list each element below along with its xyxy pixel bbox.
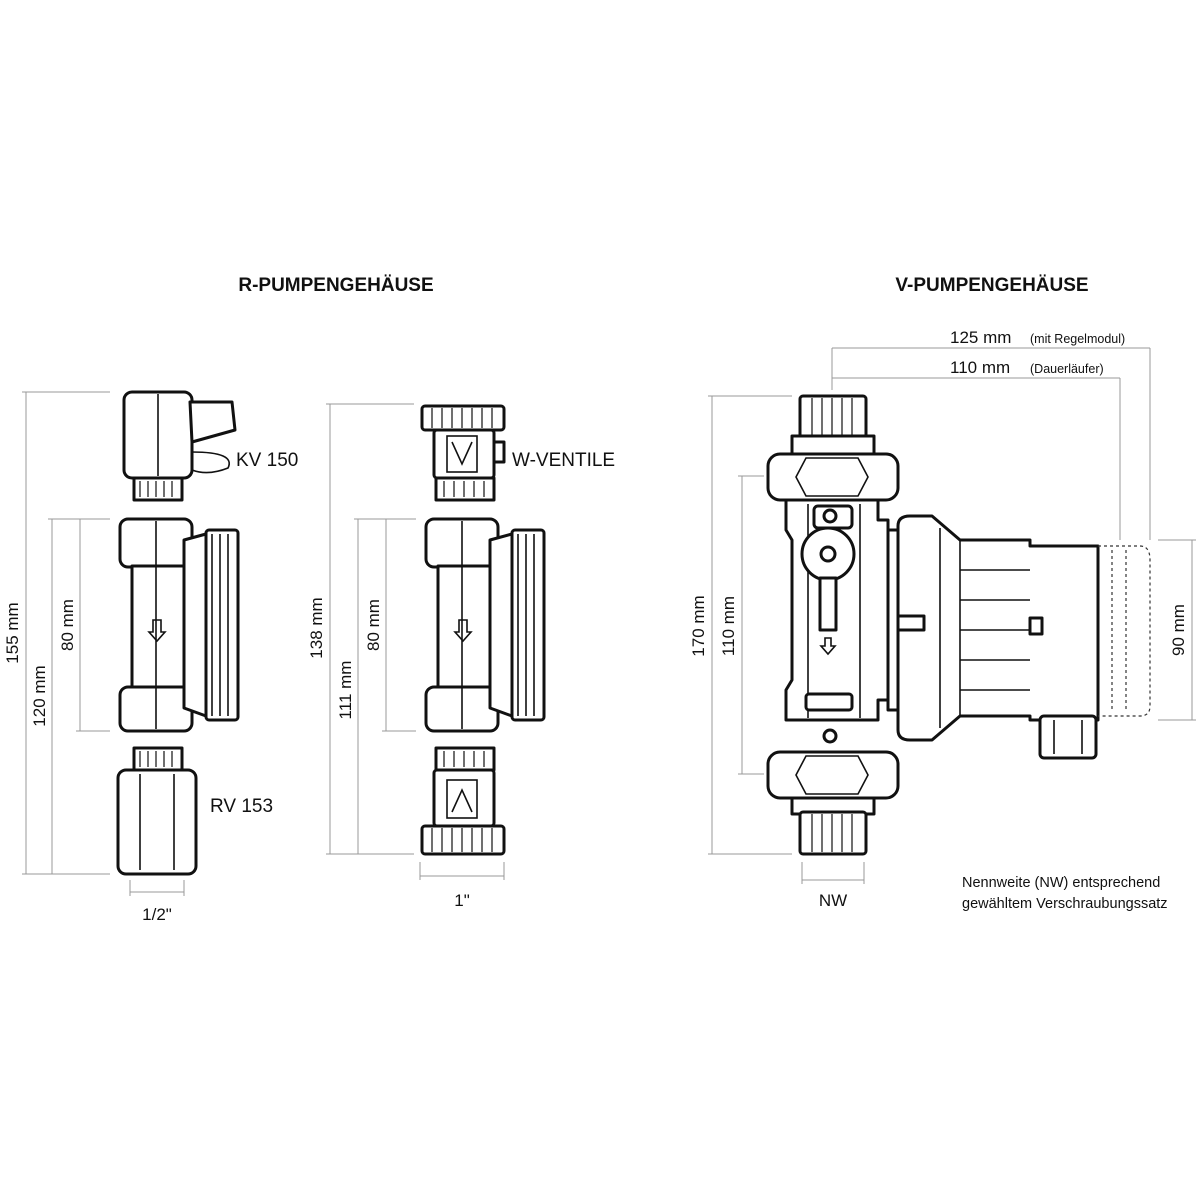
- w-valve-bottom-icon: [420, 746, 506, 856]
- label-w-ventile: W-VENTILE: [512, 450, 615, 471]
- dim-110mm-v: 110 mm: [719, 596, 738, 656]
- w-valve-top-icon: [420, 404, 506, 502]
- r-pump-housing-body-icon: [118, 517, 240, 733]
- kv150-valve-icon: [122, 390, 237, 502]
- w-pump-housing-body-icon: [424, 517, 546, 733]
- note-line-2: gewähltem Verschraubungssatz: [962, 896, 1168, 912]
- dim-half-inch: 1/2": [142, 905, 172, 924]
- dim-125mm: 125 mm: [950, 328, 1011, 347]
- dim-nw: NW: [819, 891, 847, 910]
- dim-80mm-w: 80 mm: [364, 599, 383, 651]
- r-housing-assembly: [116, 390, 240, 876]
- dim-120mm: 120 mm: [30, 665, 49, 726]
- w-valve-assembly: [420, 404, 546, 856]
- title-v-pump-housing: V-PUMPENGEHÄUSE: [895, 275, 1088, 296]
- dim-110mm-top: 110 mm: [950, 358, 1010, 377]
- dim-110mm-note: (Dauerläufer): [1030, 362, 1104, 376]
- note-line-1: Nennweite (NW) entsprechend: [962, 875, 1160, 891]
- rv153-valve-icon: [116, 746, 198, 876]
- dim-one-inch: 1": [454, 891, 470, 910]
- title-r-pump-housing: R-PUMPENGEHÄUSE: [238, 275, 433, 296]
- label-kv150: KV 150: [236, 450, 298, 471]
- v-pump-assembly: [766, 394, 1151, 856]
- r-dimension-lines: [22, 391, 185, 896]
- v-dimension-lines: [708, 347, 1196, 884]
- dim-155mm: 155 mm: [3, 602, 22, 663]
- dim-111mm: 111 mm: [336, 661, 355, 720]
- dim-90mm: 90 mm: [1169, 604, 1188, 656]
- dim-125mm-note: (mit Regelmodul): [1030, 332, 1125, 346]
- label-rv153: RV 153: [210, 796, 273, 817]
- w-dimension-lines: [326, 403, 505, 880]
- dim-170mm: 170 mm: [689, 595, 708, 656]
- dim-80mm-r: 80 mm: [58, 599, 77, 651]
- dim-138mm: 138 mm: [307, 597, 326, 658]
